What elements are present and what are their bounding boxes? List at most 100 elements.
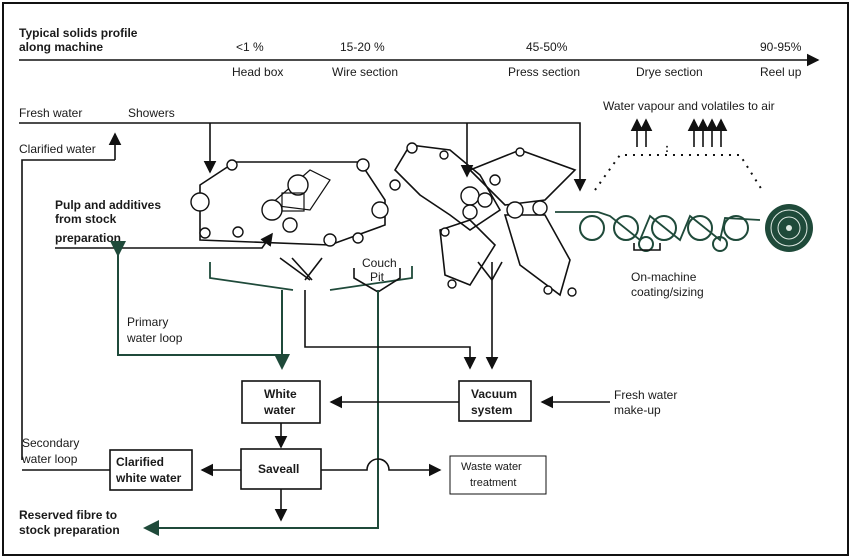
reel-spool-ring xyxy=(770,209,808,247)
press-section xyxy=(389,142,577,297)
secondary-loop-line xyxy=(21,159,115,460)
wire-roll xyxy=(371,201,389,219)
vapour-label: Water vapour and volatiles to air xyxy=(603,99,775,113)
wire-roll xyxy=(199,227,211,239)
felt-roll xyxy=(440,227,450,237)
press-roll xyxy=(477,192,493,208)
vacuum-system-box xyxy=(458,380,532,422)
breast-roll xyxy=(261,199,283,221)
coating-bracket xyxy=(633,243,661,251)
dryer-section xyxy=(579,154,813,252)
pulp-label-line2: from stock xyxy=(55,212,117,226)
secondary-loop-line1: Secondary xyxy=(22,436,79,450)
white-water-line2: water xyxy=(263,403,296,417)
saveall-to-waste xyxy=(321,458,442,477)
press-roll xyxy=(460,186,480,206)
vacuum-line1: Vacuum xyxy=(471,387,517,401)
wire-roll xyxy=(282,217,298,233)
profile-value-press: 45-50% xyxy=(526,40,568,54)
showers-label: Showers xyxy=(128,106,175,120)
wire-roll xyxy=(356,158,370,172)
wire-roll xyxy=(226,159,238,171)
reserved-fibre-line2: stock preparation xyxy=(19,523,120,537)
headbox-roll xyxy=(287,174,309,196)
primary-loop-line1: Primary xyxy=(127,315,168,329)
waste-line2: treatment xyxy=(470,477,516,489)
profile-value-headbox: <1 % xyxy=(236,40,264,54)
saveall-label: Saveall xyxy=(258,462,299,476)
section-press: Press section xyxy=(508,65,580,79)
waste-water-box xyxy=(449,455,547,495)
felt-roll xyxy=(447,279,457,289)
section-reel: Reel up xyxy=(760,65,802,79)
felt-roll xyxy=(515,147,525,157)
fresh-makeup-line2: make-up xyxy=(614,403,661,417)
headbox xyxy=(281,192,305,212)
pulp-label-line3: preparation xyxy=(55,231,121,245)
wire-roll xyxy=(352,232,364,244)
clarified-water-label: Clarified water xyxy=(19,142,96,156)
couch-label-line2: Pit xyxy=(370,270,385,284)
shower-water-line xyxy=(19,122,587,192)
press-drip-mark xyxy=(491,261,503,281)
press-roll xyxy=(462,204,478,220)
felt-roll xyxy=(543,285,553,295)
wire-tray xyxy=(209,262,294,291)
reel-spool-ring xyxy=(777,216,801,240)
couch-label-line1: Couch xyxy=(362,256,397,270)
section-dryer: Drye section xyxy=(636,65,703,79)
profile-title-line1: Typical solids profile xyxy=(19,26,138,40)
vapour-ellipsis: : xyxy=(665,141,669,155)
vapour-arrows: : xyxy=(630,118,728,155)
dryer-sheet-path xyxy=(597,211,761,242)
wire-roll xyxy=(323,233,337,247)
felt-roll xyxy=(567,287,577,297)
dryer-cylinder xyxy=(579,215,605,241)
primary-water-loop xyxy=(110,241,282,356)
fresh-makeup-line1: Fresh water xyxy=(614,388,677,402)
wire-section xyxy=(190,158,389,247)
primary-loop-line2: water loop xyxy=(126,331,183,345)
press-felt-top-right xyxy=(468,149,577,206)
dryer-hood xyxy=(594,154,763,191)
felt-roll xyxy=(406,142,418,154)
profile-value-reel: 90-95% xyxy=(760,40,802,54)
felt-roll xyxy=(389,179,401,191)
press-felt-bottom-right xyxy=(503,214,571,297)
coater-roll xyxy=(638,236,654,252)
reel-core xyxy=(786,225,792,231)
press-roll xyxy=(532,200,548,216)
white-water-line1: White xyxy=(264,387,297,401)
press-roll xyxy=(506,201,524,219)
dryer-cylinder xyxy=(723,215,749,241)
couch-to-vacuum xyxy=(304,290,477,370)
drip-mark xyxy=(304,257,323,281)
secondary-loop-line2: water loop xyxy=(21,452,78,466)
section-wire: Wire section xyxy=(332,65,398,79)
fresh-water-label: Fresh water xyxy=(19,106,82,120)
waste-line1: Waste water xyxy=(461,461,522,473)
felt-roll xyxy=(489,174,501,186)
wire-roll xyxy=(190,192,210,212)
section-headbox: Head box xyxy=(232,65,283,79)
profile-title-line2: along machine xyxy=(19,40,103,54)
profile-value-wire: 15-20 % xyxy=(340,40,385,54)
felt-roll xyxy=(439,150,449,160)
coating-label-line1: On-machine xyxy=(631,270,697,284)
wire-roll xyxy=(232,226,244,238)
dryer-cylinder xyxy=(687,215,713,241)
couch-tray-right xyxy=(329,266,413,291)
coating-label-line2: coating/sizing xyxy=(631,285,704,299)
press-felt-bottom-left xyxy=(439,219,497,286)
clarified-ww-line1: Clarified xyxy=(116,455,164,469)
couch-to-reserved-fibre xyxy=(143,290,379,536)
reserved-fibre-line1: Reserved fibre to xyxy=(19,508,117,522)
drip-mark xyxy=(279,257,311,281)
pulp-label-line1: Pulp and additives xyxy=(55,198,161,212)
vacuum-line2: system xyxy=(471,403,512,417)
press-felt-top-left xyxy=(393,144,502,231)
clarified-ww-line2: white water xyxy=(115,471,182,485)
